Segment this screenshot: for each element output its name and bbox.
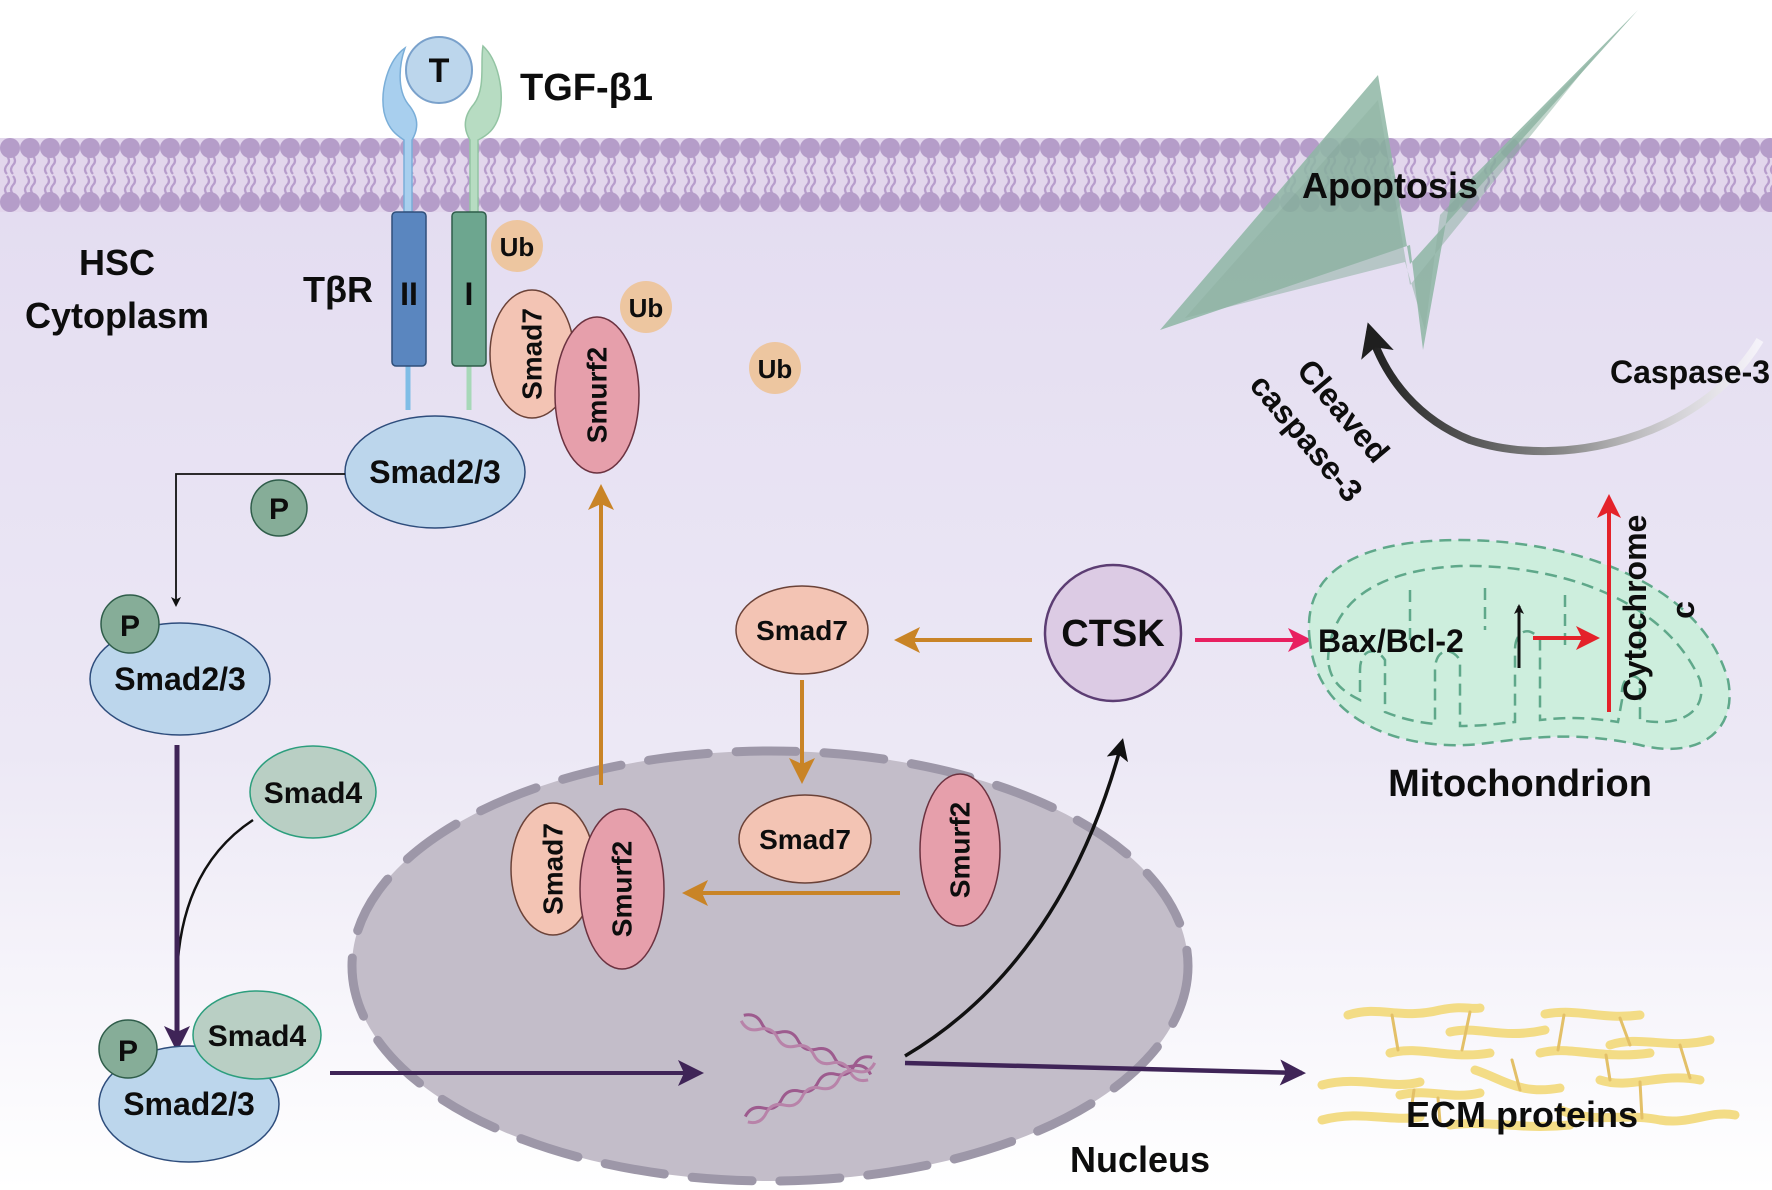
caspase3-label: Caspase-3 [1610,354,1770,390]
dna-to-ecm-arrow [904,1059,1306,1086]
smad4-free: Smad4 [249,745,377,839]
smad23-receptor: Smad2/3 [344,415,526,529]
ubiquitin-3: Ub [749,342,801,394]
smurf2-nuclear: Smurf2 [919,773,1001,927]
mitochondrion-label: Mitochondrion [1388,763,1652,805]
smad4-label: Smad4 [264,777,363,810]
ligand-symbol: T [429,52,450,90]
smad7-smurf2-complex-nucleus: Smad7 Smurf2 [510,802,665,970]
receptor-ii-label: II [400,276,418,312]
receptor-i-kinase [451,211,487,367]
smad7-receptor-bound: Smad7 [489,289,575,419]
region-label-cytoplasm: Cytoplasm [25,295,209,336]
phosphorylation-arrow [171,473,345,607]
smurf2-label: Smurf2 [607,841,638,937]
cytochrome-label-line2: c [1665,601,1701,619]
ecm-proteins-label: ECM proteins [1406,1094,1638,1135]
phosphate-label: P [120,610,140,643]
ctsk-label: CTSK [1061,613,1165,655]
caspase-activation-arrow [1361,322,1764,456]
ecm-fibers-icon [1317,1003,1740,1131]
smad23-label: Smad2/3 [114,661,246,697]
apoptosis-bolt-icon [1160,10,1638,350]
ubiquitin-label: Ub [500,232,535,262]
bax-bcl2-label: Bax/Bcl-2 [1318,623,1464,659]
receptor-i-label: I [465,276,474,312]
smurf2-label: Smurf2 [582,347,613,443]
smad23-label: Smad2/3 [123,1086,255,1122]
ubiquitin-label: Ub [758,354,793,384]
smad7-label: Smad7 [517,308,548,400]
ubiquitin-1: Ub [491,220,543,272]
smad7-label: Smad7 [538,823,569,915]
smad4-label: Smad4 [208,1020,307,1053]
smad23-label: Smad2/3 [369,454,501,490]
dna-to-ctsk-arrow [904,738,1129,1058]
ubiquitin-2: Ub [620,281,672,333]
apoptosis-label: Apoptosis [1302,165,1478,206]
ubiquitin-label: Ub [629,293,664,323]
smad23-smad4-complex: Smad4 P Smad2/3 [98,990,322,1163]
smad7-label: Smad7 [759,824,851,855]
smad7-ctsk-induced: Smad7 [735,585,869,675]
nucleus-label: Nucleus [1070,1139,1210,1180]
smad7-nuclear: Smad7 [738,794,872,884]
tgf-beta1-ligand: T [405,36,473,104]
receptor-ii-kinase [391,211,427,367]
ctsk-node: CTSK [1043,563,1183,703]
dna-icon [739,1013,877,1125]
receptor-label: TβR [303,269,373,310]
phosphate-label: P [118,1035,138,1068]
phospho-smad23: P Smad2/3 [89,594,271,736]
smurf2-receptor-bound: Smurf2 [554,316,640,474]
cytochrome-label-line1: Cytochrome [1617,515,1653,702]
region-label-hsc: HSC [79,242,155,283]
phosphate-free: P [250,479,308,537]
extracellular-space [0,0,1772,140]
smurf2-label: Smurf2 [945,802,976,898]
tgf-beta1-label: TGF-β1 [520,67,653,109]
phosphate-label: P [269,493,289,526]
smad7-label: Smad7 [756,615,848,646]
